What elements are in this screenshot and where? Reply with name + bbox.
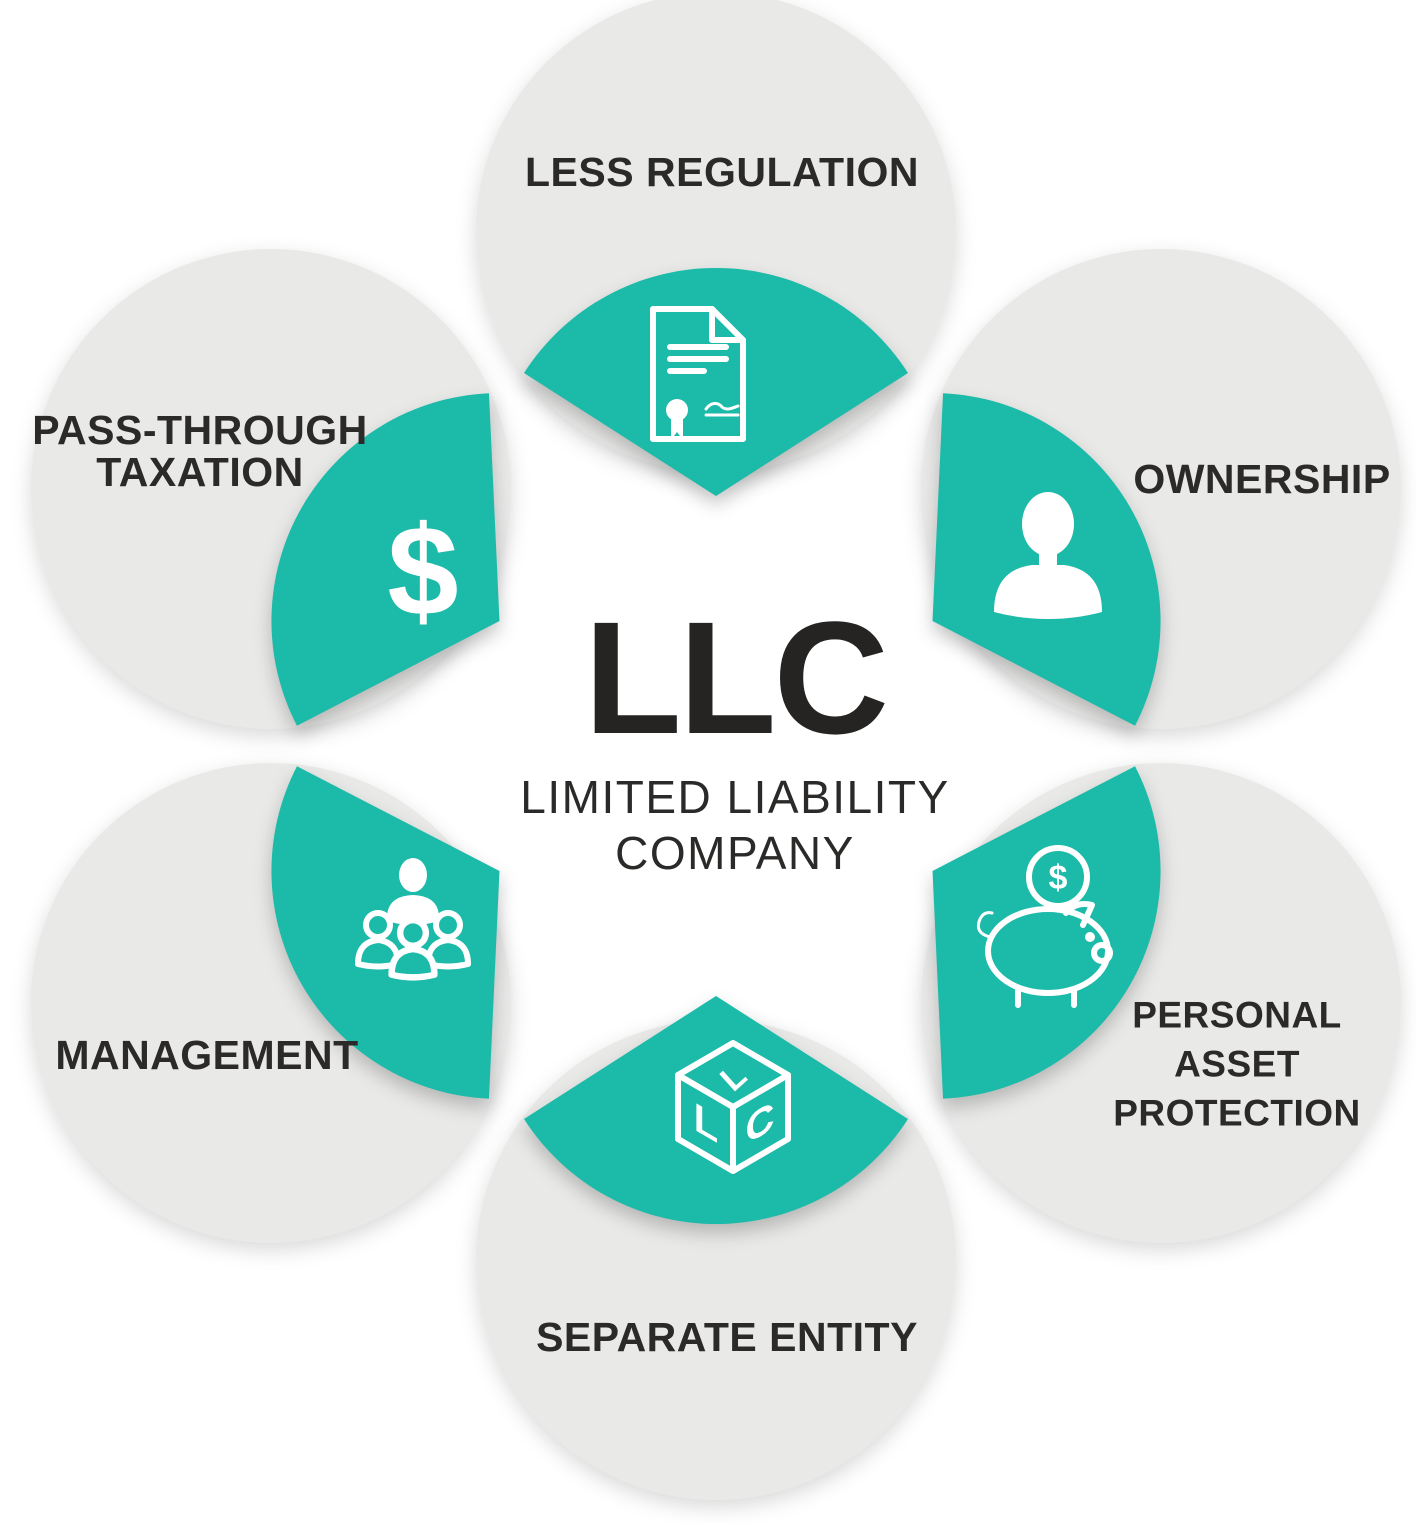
center-acronym: LLC — [583, 588, 889, 767]
dollar-icon: $ — [387, 500, 458, 643]
label-line: LESS REGULATION — [525, 149, 919, 195]
certificate-icon — [650, 306, 746, 442]
seal-icon — [666, 399, 688, 421]
coin-icon — [1026, 845, 1090, 909]
piggy-bank-icon: $ — [976, 845, 1113, 1008]
label-management: MANAGEMENT — [55, 1033, 358, 1077]
label-separate-entity: SEPARATE ENTITY — [536, 1315, 918, 1359]
coin-dollar-glyph: $ — [1049, 859, 1068, 897]
petal-personal-asset-protection — [932, 766, 1161, 1099]
label-ownership: OWNERSHIP — [1133, 457, 1390, 501]
label-less-regulation: LESS REGULATION — [525, 150, 919, 194]
label-line: MANAGEMENT — [55, 1032, 359, 1078]
label-personal-asset-protection: PERSONAL ASSET PROTECTION — [1113, 991, 1361, 1138]
person-icon — [994, 492, 1102, 619]
llc-cube-icon: L L C — [675, 1040, 791, 1174]
label-pass-through-taxation: PASS-THROUGH TAXATION — [32, 409, 368, 493]
petal-separate-entity — [524, 996, 908, 1225]
team-icon — [355, 858, 471, 981]
label-line: ASSET — [1174, 1043, 1300, 1085]
pig-snout — [1091, 942, 1113, 964]
label-line: PERSONAL — [1132, 994, 1342, 1036]
petal-pass-through-taxation — [271, 393, 500, 726]
label-line: PASS-THROUGH — [32, 407, 368, 453]
subtitle-line: LIMITED LIABILITY — [520, 771, 950, 823]
label-line: PROTECTION — [1113, 1092, 1361, 1134]
label-line: SEPARATE ENTITY — [536, 1314, 918, 1360]
subtitle-line: COMPANY — [615, 827, 855, 879]
pig-eye — [1085, 932, 1095, 942]
pig-tail — [976, 911, 994, 939]
petal-less-regulation — [524, 267, 908, 496]
label-line: OWNERSHIP — [1133, 456, 1391, 502]
center-subtitle: LIMITED LIABILITY COMPANY — [520, 769, 949, 881]
label-line: TAXATION — [96, 449, 304, 495]
